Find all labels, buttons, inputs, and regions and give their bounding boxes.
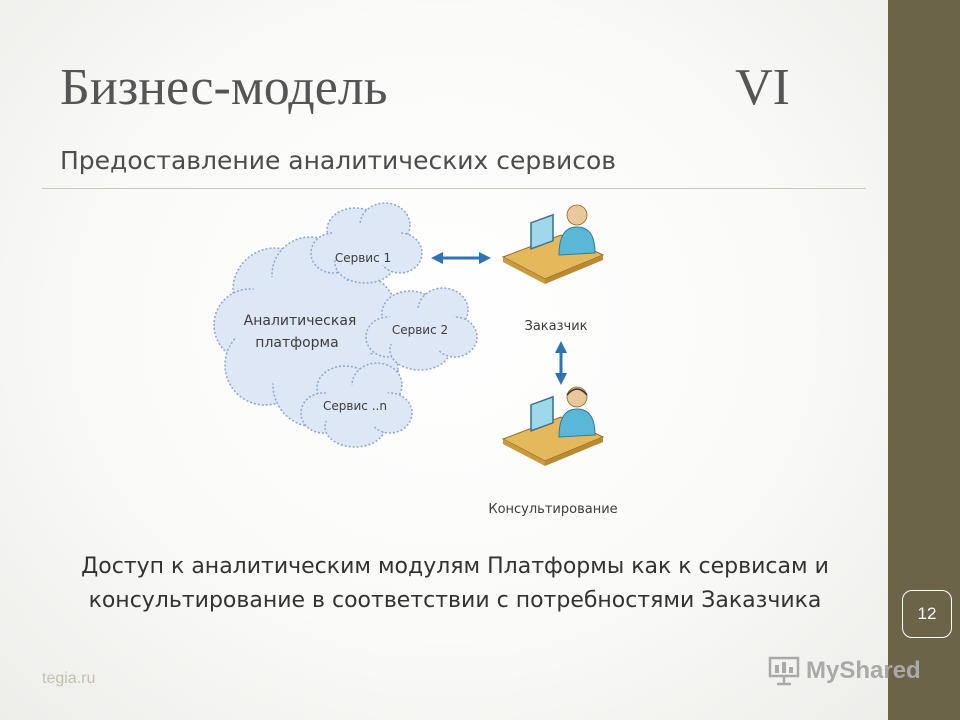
- service-cloud-1: [310, 202, 423, 284]
- platform-label-line2: платформа: [255, 335, 338, 351]
- sidebar: [888, 0, 960, 720]
- title-divider: [42, 188, 866, 189]
- presentation-icon: [768, 656, 800, 686]
- platform-cloud: [213, 236, 399, 428]
- customer-workstation-icon: [501, 204, 605, 284]
- page-number: 12: [917, 604, 937, 623]
- service-cloud-n: [300, 362, 413, 448]
- slide-subtitle: Предоставление аналитических сервисов: [60, 146, 617, 175]
- service-label-n: Сервис ..n: [323, 399, 387, 413]
- service-cloud-2: [365, 287, 478, 371]
- slide-caption: Доступ к аналитическим модулям Платформы…: [81, 554, 829, 613]
- title-numeral: VI: [735, 59, 790, 116]
- service-label-2: Сервис 2: [392, 323, 448, 337]
- consulting-label: Консультирование: [488, 502, 617, 517]
- page-number-badge: 12: [902, 590, 952, 638]
- watermark-text: MyShared: [806, 657, 921, 684]
- service-diagram: Аналитическая платформа Сервис 1 Сервис …: [213, 202, 618, 517]
- service-label-1: Сервис 1: [335, 251, 391, 265]
- source-label: tegia.ru: [42, 670, 96, 687]
- consultant-workstation-icon: [501, 386, 605, 466]
- title-text: Бизнес-модель: [60, 59, 388, 116]
- slide-title: Бизнес-модель VI: [60, 58, 790, 117]
- watermark: MyShared: [768, 656, 921, 686]
- customer-label: Заказчик: [524, 319, 587, 334]
- platform-label-line1: Аналитическая: [244, 313, 357, 329]
